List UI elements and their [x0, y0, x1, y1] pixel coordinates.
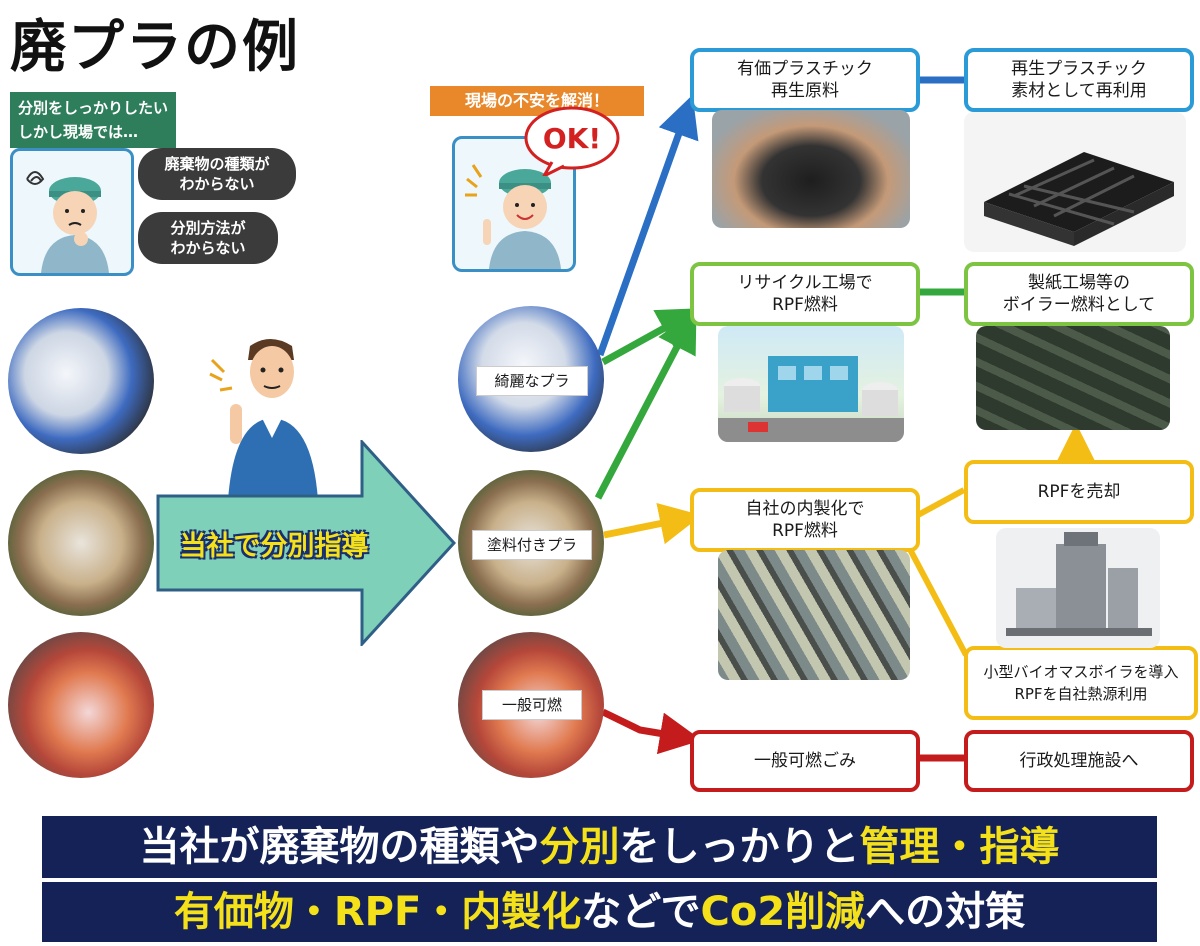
label-clean-plastic: 綺麗なプラ: [476, 366, 588, 396]
bubble-method-line1: 分別方法が: [170, 219, 246, 237]
banner2-part2: への対策: [865, 889, 1026, 935]
guidance-arrow: 当社で分別指導: [156, 438, 457, 648]
box-valuable-plastic: 有価プラスチック 再生原料: [690, 48, 920, 112]
banner1-part2: をしっかりと: [619, 824, 860, 870]
box-sell-rpf: RPFを売却: [964, 460, 1194, 524]
link-inhouse-sell: [916, 487, 966, 518]
bubble-method-line2: わからない: [170, 239, 246, 257]
arrow-painted-to-recycle: [594, 309, 697, 500]
worry-label-line1: 分別をしっかりしたい: [18, 99, 169, 117]
photo-plastic-pallet: [964, 112, 1186, 252]
banner1-highlight2: 管理・指導: [859, 824, 1060, 870]
ok-bubble: OK!: [522, 104, 622, 180]
guidance-arrow-text: 当社で分別指導: [179, 531, 369, 562]
arrow-general-to-burnable: [601, 708, 702, 755]
instructor-illustration: [200, 330, 320, 500]
link-inhouse-biomass: [902, 538, 969, 657]
worried-worker-panel: [10, 148, 134, 276]
arrow-clean-to-valuable: [596, 94, 699, 357]
photo-clean-plastic-left: [8, 308, 154, 454]
arrow-painted-to-inhouse: [603, 502, 702, 545]
photo-rpf-pellets-inhouse: [718, 550, 910, 680]
box-general-burnable: 一般可燃ごみ: [690, 730, 920, 792]
bubble-type-line2: わからない: [179, 175, 255, 193]
summary-banner-1: 当社が廃棄物の種類や分別をしっかりと管理・指導: [42, 816, 1157, 878]
worry-label: 分別をしっかりしたい しかし現場では…: [10, 92, 176, 148]
worry-bubble-method: 分別方法がわからない: [138, 212, 278, 264]
summary-banner-2: 有価物・RPF・内製化などでCo2削減への対策: [42, 882, 1157, 942]
label-general-waste: 一般可燃: [482, 690, 582, 720]
box-municipal-facility: 行政処理施設へ: [964, 730, 1194, 792]
relief-label: 現場の不安を解消！: [430, 86, 644, 116]
banner2-highlight2: Co2削減: [700, 889, 866, 935]
ok-text: OK!: [542, 122, 602, 155]
box-inhouse-rpf: 自社の内製化で RPF燃料: [690, 488, 920, 552]
banner1-part1: 当社が廃棄物の種類や: [139, 824, 540, 870]
box-recycle-plant: リサイクル工場で RPF燃料: [690, 262, 920, 326]
photo-rpf-pellets-boiler: [976, 326, 1170, 430]
worried-worker-illustration: [26, 171, 109, 273]
photo-biomass-boiler: [996, 528, 1160, 648]
photo-plastic-pellets: [712, 110, 910, 228]
photo-general-waste-left: [8, 632, 154, 778]
banner1-highlight1: 分別: [539, 824, 620, 870]
worry-label-line2: しかし現場では…: [18, 123, 139, 141]
box-recycled-material: 再生プラスチック 素材として再利用: [964, 48, 1194, 112]
relieved-worker-illustration: [465, 164, 561, 269]
worry-bubble-type: 廃棄物の種類がわからない: [138, 148, 296, 200]
label-painted-plastic: 塗料付きプラ: [472, 530, 592, 560]
page-title: 廃プラの例: [10, 15, 300, 80]
banner2-part1: などで: [581, 889, 701, 935]
relieved-worker-panel: [452, 136, 576, 272]
box-boiler-fuel: 製紙工場等の ボイラー燃料として: [964, 262, 1194, 326]
banner2-highlight1: 有価物・RPF・内製化: [173, 889, 582, 935]
bubble-type-line1: 廃棄物の種類が: [164, 155, 270, 173]
photo-recycle-factory: [718, 326, 904, 442]
photo-painted-plastic-left: [8, 470, 154, 616]
box-biomass-boiler: 小型バイオマスボイラを導入 RPFを自社熱源利用: [964, 646, 1198, 720]
